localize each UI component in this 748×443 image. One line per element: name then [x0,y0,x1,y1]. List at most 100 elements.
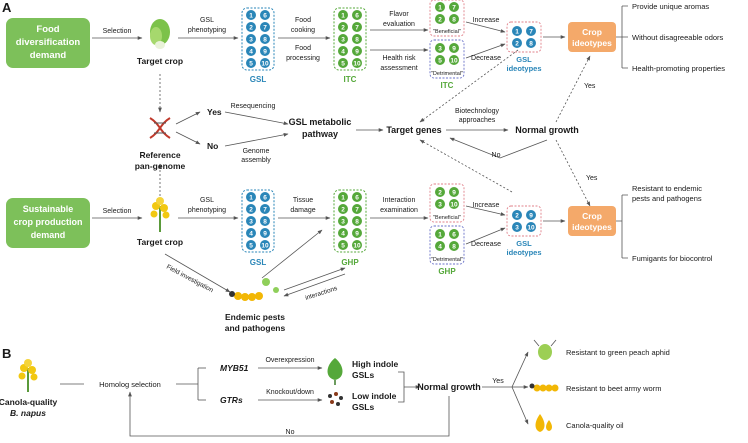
gene-number: 10 [261,243,269,250]
gene-number: 4 [249,231,253,238]
endemic-pests-2: and pathogens [225,323,286,333]
gene-circle [435,55,445,65]
gene-number: 2 [341,25,345,32]
gene-number: 1 [438,5,442,12]
aphid-icon [533,339,557,360]
gene-number: 4 [438,244,442,251]
gene-number: 3 [341,219,345,226]
outcome-health: Health-promoting properties [632,64,725,73]
gene-circle [246,204,256,214]
tissue-damage-1: Tissue [293,197,313,204]
increase-top: Increase [473,17,500,24]
gene-number: 7 [355,207,359,214]
gene-number: 7 [529,29,533,36]
beneficial-label-bottom: "Beneficial" [433,215,461,221]
crop-ideotypes-top-2: ideotypes [572,38,612,48]
interactions-label: interactions [304,285,338,302]
high-indole-icon [327,358,343,385]
crop-ideotypes-bottom-box: Crop ideotypes [568,206,616,236]
gene-number: 2 [249,25,253,32]
gene-number: 9 [263,231,267,238]
gene-number: 1 [249,13,253,20]
gene-number: 1 [438,232,442,239]
gene-number: 9 [529,213,533,220]
yes-middle: Yes [207,107,222,117]
low-indole-dots-icon [328,392,343,406]
food-box-line-2: diversification [16,37,81,48]
panel-a-label: A [2,0,12,15]
interaction-exam-2: examination [380,207,418,214]
gene-number: 4 [341,231,345,238]
outcome-fumigants: Fumigants for biocontrol [632,254,713,263]
gene-circle [435,43,445,53]
gene-circle [512,26,522,36]
gene-number: 1 [249,195,253,202]
target-crop-top: Target crop [137,56,183,66]
resequencing-label: Resequencing [231,103,276,110]
detrimental-label-top: "Detrimental" [431,71,463,77]
low-indole-2: GSLs [352,402,374,412]
gene-circle [246,216,256,226]
outcome-aromas: Provide unique aromas [632,2,709,11]
gene-number: 3 [438,46,442,53]
gene-circle [338,240,348,250]
gene-circle [338,34,348,44]
gene-number: 3 [341,37,345,44]
gene-circle [512,222,522,232]
gene-number: 5 [249,243,253,250]
gene-number: 7 [263,207,267,214]
gene-number: 5 [438,58,442,65]
no-loop: No [492,152,501,159]
biotech-1: Biotechnology [455,108,499,115]
gene-circle [246,34,256,44]
decrease-bottom: Decrease [471,241,501,248]
food-cooking-1: Food [295,17,311,24]
gene-number: 10 [527,225,535,232]
gene-number: 6 [355,195,359,202]
gsl-phenotyping-top-2: phenotyping [188,27,226,34]
gene-number: 7 [263,25,267,32]
gene-number: 9 [263,49,267,56]
sustainable-line-3: demand [31,230,66,240]
gene-circle [449,241,459,251]
gene-number: 10 [450,58,458,65]
interaction-exam-1: Interaction [383,197,416,204]
gsl-ideotypes-bottom-1: GSL [516,239,532,248]
gene-number: 8 [263,219,267,226]
gene-number: 8 [263,37,267,44]
canola-flower-b-icon [18,359,38,392]
gene-number: 5 [341,61,345,68]
gene-circle [352,10,362,20]
crop-ideotypes-bottom-2: ideotypes [572,222,612,232]
outcome-no-odors: Without disagreeable odors [632,33,724,42]
gene-circle [338,228,348,238]
reference-pan-genome-1: Reference [139,150,180,160]
gene-number: 1 [341,195,345,202]
canola-label-2: B. napus [10,408,46,418]
endemic-pests-1: Endemic pests [225,312,285,322]
gene-number: 8 [355,219,359,226]
gene-number: 3 [515,225,519,232]
gene-circle [338,58,348,68]
biotech-2: approaches [459,117,496,124]
gene-number: 2 [438,17,442,24]
gene-number: 2 [515,41,519,48]
gene-circle [352,204,362,214]
gene-circle [352,58,362,68]
gene-number: 9 [355,49,359,56]
target-crop-bottom: Target crop [137,237,183,247]
gene-number: 3 [249,37,253,44]
gene-circle [260,228,270,238]
gene-number: 2 [438,190,442,197]
gene-circle [352,34,362,44]
caterpillar-icon [229,291,263,301]
gsl-phenotyping-bottom-2: phenotyping [188,207,226,214]
canola-flower-icon [150,197,170,232]
gene-circle [526,38,536,48]
